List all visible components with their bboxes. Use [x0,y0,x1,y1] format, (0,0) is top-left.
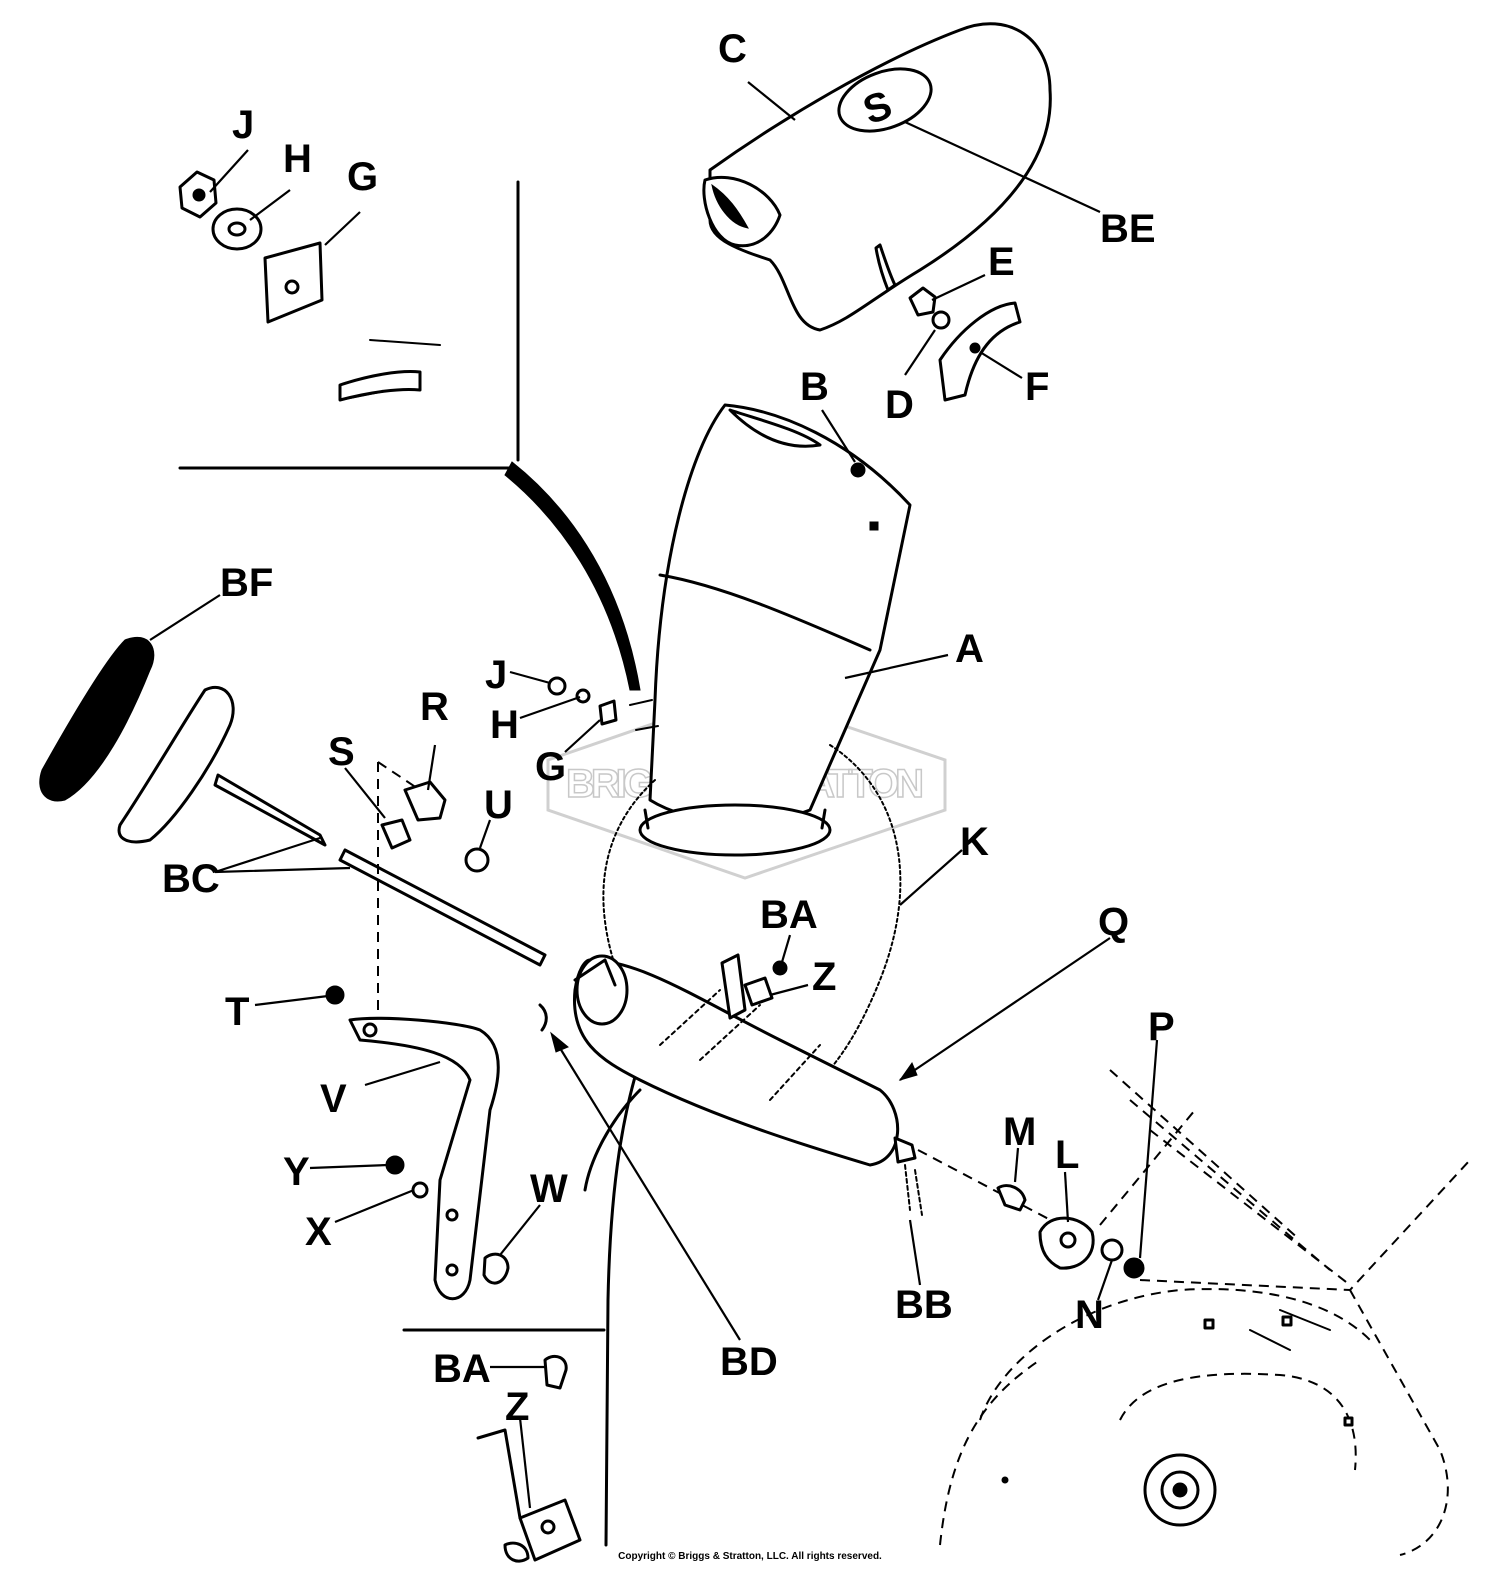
label-S: S [328,730,355,774]
label-L: L [1055,1133,1079,1177]
hardware-center [547,676,659,731]
crank-handles [39,636,547,967]
label-U: U [484,783,513,827]
label-W: W [530,1167,568,1211]
label-T: T [225,990,249,1034]
label-BB: BB [895,1283,953,1327]
label-BA-top: BA [760,893,818,937]
label-H-mid: H [490,703,519,747]
label-BA-bottom: BA [433,1347,491,1391]
label-R: R [420,685,449,729]
hardware-right [904,1149,1145,1279]
label-M: M [1003,1110,1036,1154]
ring-gear [602,744,902,1081]
label-K: K [960,820,989,864]
label-Y: Y [283,1150,310,1194]
chute-deflector: S [702,22,1052,332]
label-BE: BE [1100,207,1156,251]
label-X: X [305,1210,332,1254]
label-D: D [885,383,914,427]
label-B: B [800,365,829,409]
label-G-top: G [347,155,378,199]
deflector-clip [908,286,1022,402]
label-N: N [1075,1293,1104,1337]
label-C: C [718,27,747,71]
label-V: V [320,1077,347,1121]
label-BC: BC [162,857,220,901]
label-Q: Q [1098,900,1129,944]
hardware-top-left [178,170,441,402]
label-BF: BF [220,561,273,605]
callout-labels: C BE J H G E D F B BF A J H G R S U K BC… [162,27,1175,1429]
copyright-notice: Copyright © Briggs & Stratton, LLC. All … [618,1551,882,1562]
label-G-mid: G [535,745,566,789]
label-F: F [1025,365,1049,409]
label-A: A [955,627,984,671]
crank-housing [572,954,917,1192]
label-Z-top: Z [812,955,836,999]
label-J-mid: J [485,653,507,697]
engine-housing [939,1069,1471,1556]
label-J-top: J [232,103,254,147]
label-P: P [1148,1005,1175,1049]
label-Z-bottom: Z [505,1385,529,1429]
label-E: E [988,240,1015,284]
hinge-bracket [720,953,788,1020]
label-H-top: H [283,137,312,181]
label-BD: BD [720,1340,778,1384]
discharge-chute [638,403,912,857]
pivot-bracket [325,761,548,1301]
leader-lines [149,81,1159,1509]
inset-bracket [476,1354,582,1563]
